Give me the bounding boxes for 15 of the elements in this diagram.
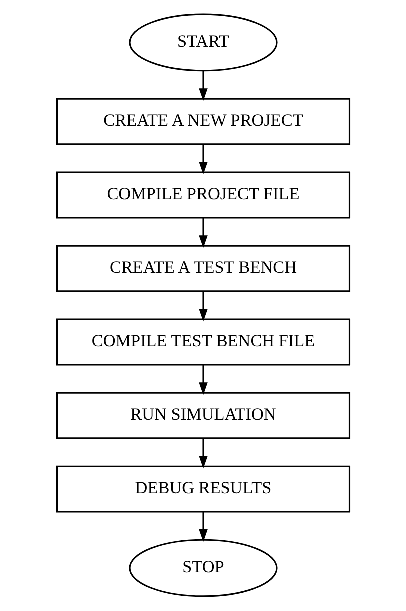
arrow (198, 365, 208, 396)
node-box: RUN SIMULATION (56, 392, 350, 440)
arrow (198, 218, 208, 248)
arrow (198, 144, 208, 175)
node-box: CREATE A NEW PROJECT (56, 98, 350, 146)
arrow (198, 292, 208, 322)
arrow (198, 71, 208, 102)
arrow (198, 438, 208, 469)
node-ellipse: START (128, 14, 278, 72)
node-box: CREATE A TEST BENCH (56, 245, 350, 292)
node-box: COMPILE TEST BENCH FILE (56, 318, 350, 366)
arrow (198, 512, 208, 542)
node-ellipse: STOP (128, 539, 278, 598)
node-box: COMPILE PROJECT FILE (56, 172, 350, 219)
node-box: DEBUG RESULTS (56, 466, 350, 513)
